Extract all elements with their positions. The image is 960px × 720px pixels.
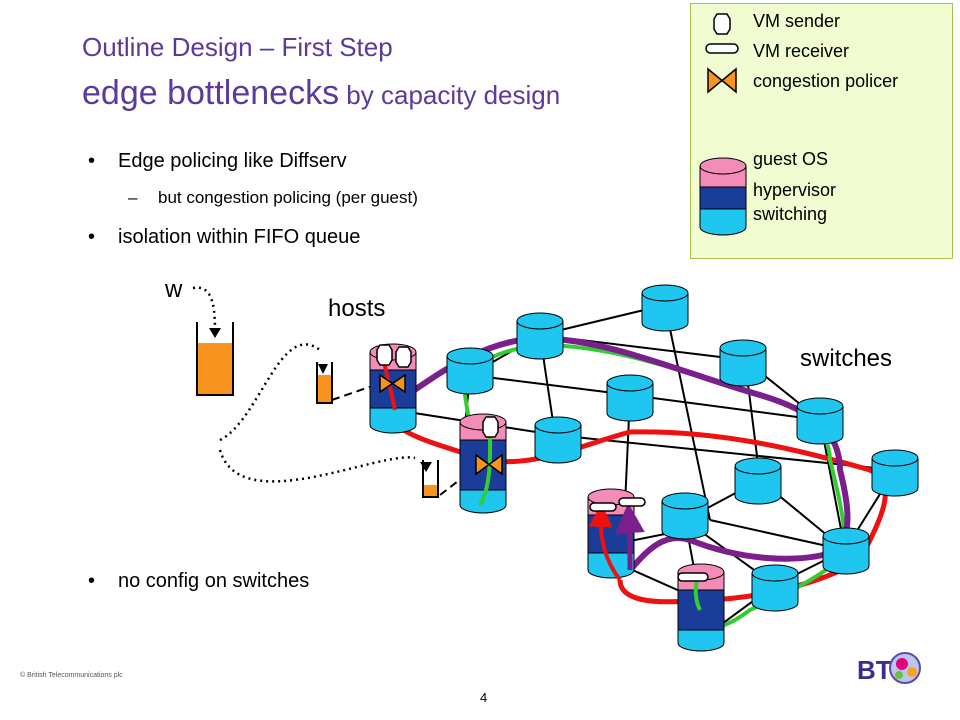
vm-sender-icon (376, 344, 393, 366)
bullet-edge-policing: • Edge policing like Diffserv (88, 150, 347, 173)
title-line-1: Outline Design – First Step (82, 32, 393, 62)
bullet-text: Edge policing like Diffserv (118, 150, 347, 172)
switch (796, 397, 844, 445)
vm-receiver-icon (705, 43, 739, 54)
legend-congestion-policer: congestion policer (753, 71, 899, 91)
switch (719, 339, 767, 387)
switch (822, 527, 870, 575)
switch (751, 564, 799, 612)
switch (446, 347, 494, 395)
title-rest: by capacity design (339, 80, 561, 110)
bullet-isolation: • isolation within FIFO queue (88, 226, 361, 249)
legend-vm-sender: VM sender (753, 11, 841, 31)
bullet-dot: • (88, 150, 96, 172)
legend: VM sender VM receiver congestion policer… (690, 3, 953, 259)
legend-symbols (699, 13, 747, 236)
vm-receiver-icon (618, 497, 646, 507)
sub-bullet-congestion: – but congestion policing (per guest) (128, 188, 418, 208)
bullet-text: isolation within FIFO queue (118, 226, 361, 248)
bullet-dot: • (88, 226, 96, 248)
path-purple-arrow (614, 503, 645, 571)
switch (606, 374, 654, 422)
vm-sender-icon (713, 13, 731, 35)
switch (734, 457, 782, 505)
vm-sender-icon (395, 346, 412, 368)
queues (196, 322, 439, 498)
dotted-flows (192, 286, 416, 483)
vm-receiver-icon (589, 502, 617, 512)
bt-logo: BT (857, 652, 921, 685)
congestion-policer-icon (475, 453, 503, 476)
legend-stack-icon (699, 157, 747, 236)
vm-sender-icons (376, 344, 499, 438)
copyright: © British Telecommunications plc (20, 672, 123, 679)
path-green-end (693, 579, 702, 611)
switch (641, 284, 689, 332)
switch (534, 416, 582, 464)
switches-label: switches (800, 345, 893, 372)
bullet-text: no config on switches (118, 570, 310, 592)
path-red-arrow (588, 503, 622, 582)
host-3 (587, 488, 635, 579)
vm-receiver-icon (677, 572, 709, 582)
legend-switching: switching (753, 204, 828, 224)
vm-sender-icon (482, 416, 499, 438)
switch (661, 492, 709, 540)
hosts-label: hosts (328, 295, 386, 322)
bt-logo-text: BT (857, 655, 892, 685)
w-label: w (165, 276, 183, 303)
page-number: 4 (480, 690, 488, 705)
congestion-policer-icon (379, 373, 406, 394)
host-4 (677, 563, 725, 652)
switch (871, 449, 919, 497)
title-emphasis: edge bottlenecks (82, 74, 340, 112)
bullet-no-config: • no config on switches (88, 570, 310, 593)
sub-bullet-text: but congestion policing (per guest) (158, 188, 418, 207)
legend-guest-os: guest OS (753, 149, 829, 169)
legend-vm-receiver: VM receiver (753, 41, 850, 61)
congestion-policer-icons (379, 373, 503, 476)
congestion-policer-icon (707, 67, 737, 94)
queue-links (331, 384, 463, 496)
legend-hypervisor: hypervisor (753, 180, 837, 200)
host-1 (369, 343, 417, 434)
bullet-dot: • (88, 570, 96, 592)
switch (516, 312, 564, 360)
sub-dash: – (128, 188, 138, 207)
title-line-2: edge bottlenecks by capacity design (82, 74, 560, 113)
vm-receiver-icons (589, 497, 709, 582)
switch-cylinders (446, 284, 919, 612)
